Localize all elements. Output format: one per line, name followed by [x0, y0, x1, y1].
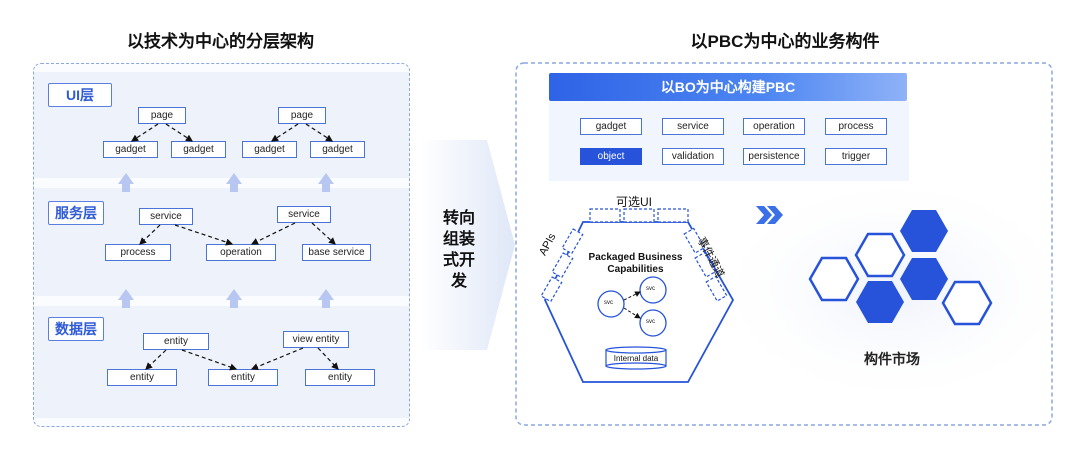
- data-entity-box: entity: [143, 333, 209, 350]
- hexagon-outline: [900, 210, 948, 252]
- svc-operation-box: operation: [206, 244, 276, 261]
- data-entity-box: entity: [305, 369, 375, 386]
- internal-data-label: Internal data: [613, 354, 659, 363]
- ui-gadget-box: gadget: [171, 141, 226, 158]
- ui-gadget-box: gadget: [310, 141, 365, 158]
- transition-label: 转向组装式开发: [442, 210, 475, 290]
- svc-base-service-box: base service: [302, 244, 371, 261]
- data-entity-box: entity: [107, 369, 177, 386]
- ui-page-box: page: [138, 107, 186, 124]
- data-connectors: [145, 347, 339, 371]
- optional-ui-label: 可选UI: [616, 195, 653, 209]
- layer-up-arrows: [118, 173, 334, 308]
- svc-label: svc: [646, 286, 655, 292]
- api-slots: [540, 228, 584, 303]
- svc-connectors: [623, 291, 641, 319]
- up-arrow: [318, 289, 334, 308]
- pbc-item-trigger: trigger: [825, 148, 887, 165]
- middle-arrow: [420, 140, 515, 350]
- up-arrow: [118, 289, 134, 308]
- svc-label: svc: [646, 319, 655, 325]
- pbc-item-gadget: gadget: [580, 118, 642, 135]
- capability-title-line1: Packaged Business: [588, 252, 683, 263]
- ui-page-box: page: [278, 107, 326, 124]
- svc-service-box: service: [277, 206, 331, 223]
- pbc-header: 以BO为中心构建PBC: [549, 73, 907, 101]
- pbc-item-persistence: persistence: [743, 148, 805, 165]
- svc-process-box: process: [105, 244, 171, 261]
- pbc-item-operation: operation: [743, 118, 805, 135]
- data-view-entity-box: view entity: [283, 331, 349, 348]
- pbc-item-validation: validation: [662, 148, 724, 165]
- capability-title-line2: Capabilities: [607, 264, 664, 275]
- up-arrow: [226, 173, 242, 192]
- svc-service-box: service: [139, 208, 193, 225]
- left-title: 以技术为中心的分层架构: [127, 32, 314, 51]
- right-title: 以PBC为中心的业务构件: [690, 32, 880, 51]
- event-slots: [683, 227, 728, 302]
- pbc-item-process: process: [825, 118, 887, 135]
- pbc-items-area: [549, 101, 909, 181]
- pbc-item-service: service: [662, 118, 724, 135]
- service-connectors: [139, 222, 336, 246]
- layer-label-service: 服务层: [48, 201, 104, 225]
- optional-ui-slots: [589, 208, 689, 223]
- ui-connectors: [130, 123, 334, 142]
- up-arrow: [318, 173, 334, 192]
- ui-gadget-box: gadget: [242, 141, 297, 158]
- up-arrow: [118, 173, 134, 192]
- hexagon-outline: [808, 256, 860, 302]
- market-hexagons: [808, 210, 993, 326]
- ui-gadget-box: gadget: [103, 141, 158, 158]
- database-icon: [605, 346, 667, 370]
- up-arrow: [226, 289, 242, 308]
- hexagon-filled: [900, 258, 948, 300]
- hexagon-outline: [854, 232, 906, 278]
- pbc-item-object: object: [580, 148, 642, 165]
- market-label: 构件市场: [864, 351, 920, 367]
- svc-label: svc: [604, 300, 613, 306]
- hexagon-outline: [941, 280, 993, 326]
- hexagon-filled: [856, 281, 904, 323]
- data-entity-box: entity: [208, 369, 278, 386]
- svc-circles: [597, 276, 667, 337]
- layer-label-ui: UI层: [48, 83, 112, 107]
- double-chevron-icon: [756, 206, 783, 224]
- layer-label-data: 数据层: [48, 317, 104, 341]
